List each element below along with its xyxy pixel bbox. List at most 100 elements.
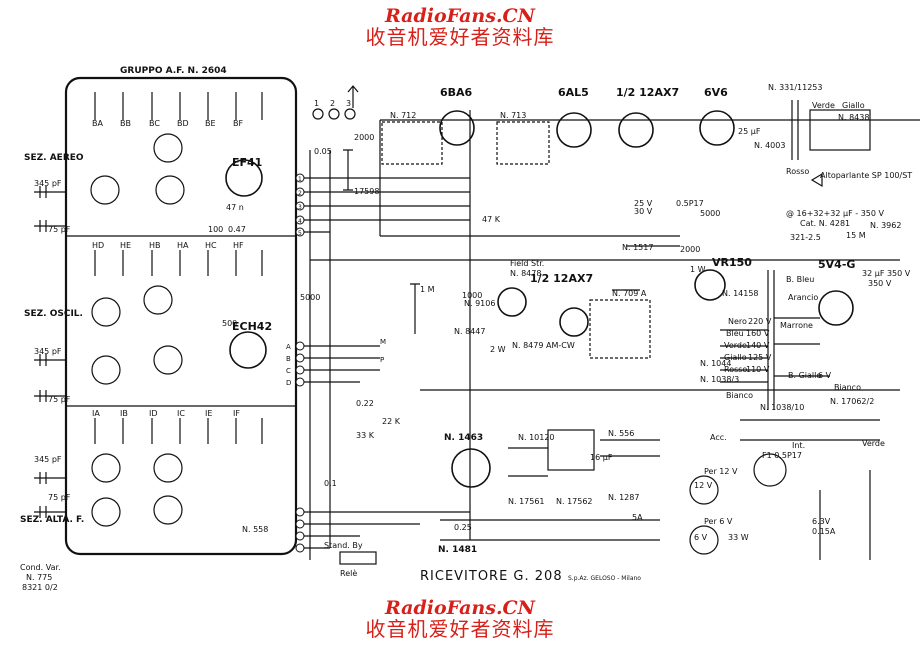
footer-subtitle: 收音机爱好者资料库 <box>365 617 555 641</box>
cap-32uf: 32 µF 350 V <box>862 269 911 278</box>
cap-25uf: 25 µF <box>738 127 761 136</box>
res-15m: 15 M <box>846 231 866 240</box>
coil-hc: HC <box>205 241 217 250</box>
cap-025: 0.25 <box>454 523 472 532</box>
coil-ib: IB <box>120 409 128 418</box>
wire-rosso-2: Rosso <box>786 167 809 176</box>
ref-558: N. 558 <box>242 525 268 534</box>
wire-bleu: Bleu <box>726 329 744 338</box>
res-1000: 1000 <box>462 291 482 300</box>
footer-site-title[interactable]: RadioFans.CN <box>384 597 536 619</box>
term-c: C <box>286 367 291 375</box>
stand-by: Stand. By <box>324 541 363 550</box>
res-47k: 47 K <box>482 215 501 224</box>
volt-30v: 30 V <box>634 207 653 216</box>
rele-label: Relè <box>340 568 357 578</box>
term-3: 3 <box>298 204 302 211</box>
wire-marrone: Marrone <box>780 321 813 330</box>
coil-hb: HB <box>149 241 161 250</box>
header: RadioFans.CN 收音机爱好者资料库 <box>0 6 920 48</box>
cat-4281: Cat. N. 4281 <box>800 219 850 228</box>
transformer-713: N. 713 <box>500 111 526 120</box>
res-047: 0.47 <box>228 225 246 234</box>
term-5: 5 <box>298 230 302 237</box>
ref-1287: N. 1287 <box>608 493 639 502</box>
volt-6v-b: 6 V <box>694 533 708 542</box>
volt-140: 140 V <box>746 341 770 350</box>
transformer-1463: N. 1463 <box>444 433 483 443</box>
ref-4003: N. 4003 <box>754 141 785 150</box>
site-subtitle: 收音机爱好者资料库 <box>365 25 555 49</box>
res-022: 0.22 <box>356 399 374 408</box>
res-1w: 1 W <box>690 265 706 274</box>
term-2: 2 <box>298 190 302 197</box>
transformer-712: N. 712 <box>390 111 416 120</box>
fuse-label: F1 0.5P17 <box>762 451 802 460</box>
cap-05p17: 0.5P17 <box>676 199 704 208</box>
coil-bc: BC <box>149 119 160 128</box>
speaker-label: Altoparlante SP 100/ST <box>820 171 912 180</box>
coil-be: BE <box>205 119 216 128</box>
coil-ie: IE <box>205 409 212 418</box>
section-alta: SEZ. ALTA. F. <box>20 515 84 525</box>
term-p: P <box>380 356 384 364</box>
cap-5000-b: 5000 <box>700 209 720 218</box>
ref-556: N. 556 <box>608 429 634 438</box>
site-title[interactable]: RadioFans.CN <box>384 5 536 27</box>
tube-12ax7-b: 1/2 12AX7 <box>530 272 593 285</box>
coil-he: HE <box>120 241 131 250</box>
pot-17598: 17598 <box>354 187 379 196</box>
ref-1038-10: N. 1038/10 <box>760 403 804 412</box>
ref-17561: N. 17561 <box>508 497 545 506</box>
section-aereo: SEZ. AEREO <box>24 153 84 163</box>
wire-rosso: Rosso <box>724 365 747 374</box>
coil-bb: BB <box>120 119 131 128</box>
wire-nero: Nero <box>728 317 747 326</box>
res-33k: 33 K <box>356 431 375 440</box>
tube-ef41: EF41 <box>232 156 262 169</box>
coil-hd: HD <box>92 241 104 250</box>
wire-b-giallo: B. Giallo <box>788 371 821 380</box>
res-47n: 47 n <box>226 203 244 212</box>
cap-005: 0.05 <box>314 147 332 156</box>
volt-6v: 6 V <box>818 371 832 380</box>
volt-110: 110 V <box>746 365 770 374</box>
cap-16uf: 16 µF <box>590 453 613 462</box>
coil-id: ID <box>149 409 158 418</box>
fuse-5a: 5A <box>632 513 643 522</box>
wire-bianco: Bianco <box>726 391 753 400</box>
coil-ic: IC <box>177 409 185 418</box>
volt-12v: 12 V <box>694 481 713 490</box>
wire-verde-3: Verde <box>862 439 885 448</box>
cap-345-oscil: 345 pF <box>34 347 62 356</box>
group-title: GRUPPO A.F. N. 2604 <box>120 66 227 76</box>
cond-var-label: Cond. Var. <box>20 563 61 572</box>
tube-6al5: 6AL5 <box>558 86 589 99</box>
fuse-015a: 0.15A <box>812 527 836 536</box>
cap-5000: 5000 <box>300 293 320 302</box>
cond-var-number: N. 775 <box>26 573 52 582</box>
transformer-1481: N. 1481 <box>438 545 477 555</box>
coil-ba: BA <box>92 119 103 128</box>
coil-bd: BD <box>177 119 189 128</box>
ref-8478: N. 8478 <box>510 269 541 278</box>
cap-75-aereo: 75 pF <box>48 225 71 234</box>
term-a: A <box>286 343 291 351</box>
coil-if: IF <box>233 409 240 418</box>
ref-8447: N. 8447 <box>454 327 485 336</box>
footer: RadioFans.CN 收音机爱好者资料库 <box>0 598 920 640</box>
per-12v: Per 12 V <box>704 467 738 476</box>
section-oscil: SEZ. OSCIL. <box>24 309 83 319</box>
cap-345-alta: 345 pF <box>34 455 62 464</box>
field-str: Field Str. <box>510 259 544 268</box>
transformer-331: N. 331/11253 <box>768 83 822 92</box>
term-b: B <box>286 355 291 363</box>
maker-label: S.p.Az. GELOSO - Milano <box>568 575 641 582</box>
term-d: D <box>286 379 291 387</box>
cap-75-oscil: 75 pF <box>48 395 71 404</box>
ref-1517: N. 1517 <box>622 243 653 252</box>
receiver-title: RICEVITORE G. 208 <box>420 569 563 584</box>
tube-ech42: ECH42 <box>232 320 272 333</box>
transformer-10120: N. 10120 <box>518 433 555 442</box>
